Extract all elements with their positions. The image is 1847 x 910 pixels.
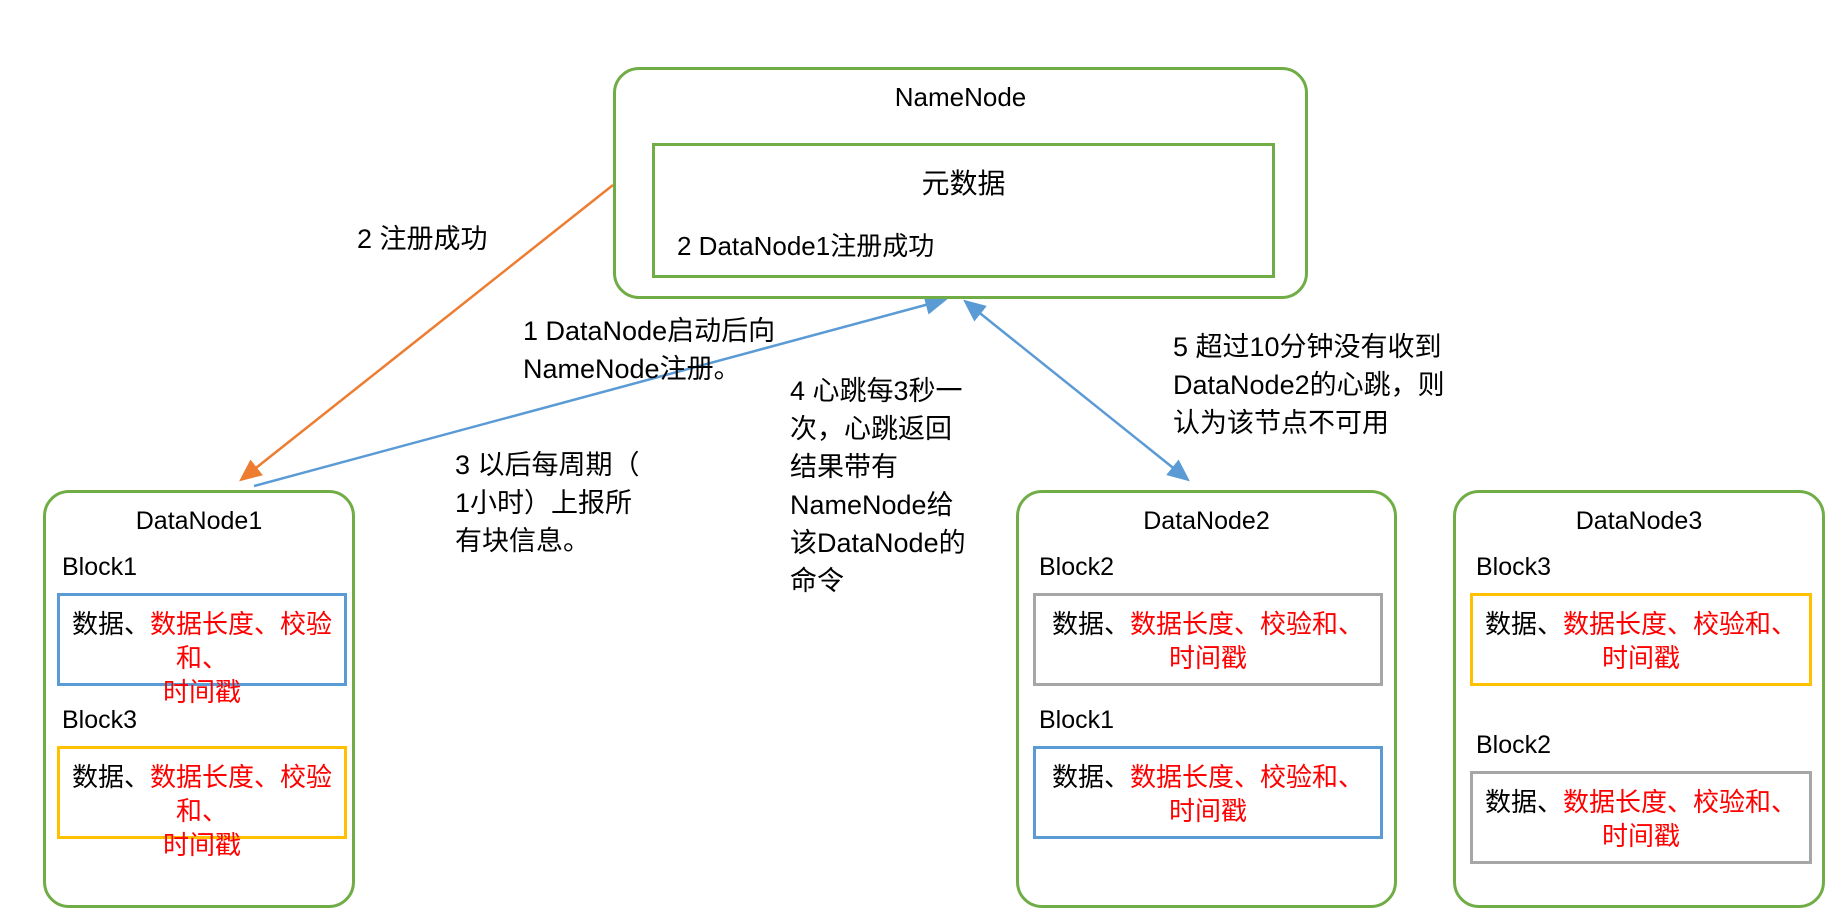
metadata-box: 元数据 2 DataNode1注册成功 (652, 143, 1275, 278)
block-red-text2: 时间戳 (1601, 643, 1680, 673)
note-register: 1 DataNode启动后向 NameNode注册。 (523, 316, 776, 384)
block-red-text: 数据长度、校验和、 (1563, 787, 1798, 817)
block-red-text2: 时间戳 (162, 830, 241, 860)
datanode2-box: DataNode2 Block2 数据、数据长度、校验和、 时间戳 Block1… (1016, 490, 1397, 908)
block-box: 数据、数据长度、校验和、 时间戳 (1033, 746, 1383, 839)
datanode3-box: DataNode3 Block3 数据、数据长度、校验和、 时间戳 Block2… (1453, 490, 1825, 908)
block-data-text: 数据、 (71, 609, 150, 639)
block-red-text: 数据长度、校验和、 (150, 609, 333, 673)
block-red-text2: 时间戳 (1168, 643, 1247, 673)
block-red-text2: 时间戳 (162, 677, 241, 707)
block-data-text: 数据、 (71, 762, 150, 792)
block-label: Block1 (62, 553, 138, 581)
datanode3-title: DataNode3 (1575, 507, 1703, 535)
block-label: Block3 (62, 706, 138, 734)
arrow-heartbeat (963, 299, 1190, 482)
block-label: Block1 (1039, 706, 1115, 734)
datanode1-title: DataNode1 (135, 507, 263, 535)
block-red-text: 数据长度、校验和、 (1130, 609, 1365, 639)
block-box: 数据、数据长度、校验和、 时间戳 (1033, 593, 1383, 686)
block-red-text2: 时间戳 (1601, 821, 1680, 851)
note-timeout: 5 超过10分钟没有收到 DataNode2的心跳，则 认为该节点不可用 (1173, 332, 1445, 438)
block-data-text: 数据、 (1484, 609, 1563, 639)
block-label: Block3 (1476, 553, 1552, 581)
note-heartbeat: 4 心跳每3秒一 次，心跳返回 结果带有 NameNode给 该DataNode… (790, 376, 966, 596)
block-label: Block2 (1039, 553, 1115, 581)
block-box: 数据、数据长度、校验和、 时间戳 (1470, 593, 1812, 686)
metadata-status: 2 DataNode1注册成功 (677, 231, 935, 261)
namenode-title: NameNode (894, 82, 1027, 112)
block-data-text: 数据、 (1484, 787, 1563, 817)
note-register-success: 2 注册成功 (357, 224, 488, 254)
namenode-box: NameNode 元数据 2 DataNode1注册成功 (613, 67, 1308, 299)
block-red-text: 数据长度、校验和、 (1563, 609, 1798, 639)
block-red-text: 数据长度、校验和、 (150, 762, 333, 826)
block-red-text2: 时间戳 (1168, 796, 1247, 826)
block-box: 数据、数据长度、校验和、 时间戳 (57, 593, 347, 707)
block-data-text: 数据、 (1051, 609, 1130, 639)
datanode1-box: DataNode1 Block1 数据、数据长度、校验和、 时间戳 Block3… (43, 490, 355, 908)
datanode2-title: DataNode2 (1143, 507, 1270, 535)
note-block-report: 3 以后每周期（ 1小时）上报所 有块信息。 (455, 450, 640, 556)
block-data-text: 数据、 (1051, 762, 1130, 792)
block-label: Block2 (1476, 731, 1552, 759)
block-box: 数据、数据长度、校验和、 时间戳 (57, 746, 347, 860)
metadata-heading: 元数据 (921, 168, 1006, 199)
block-red-text: 数据长度、校验和、 (1130, 762, 1365, 792)
block-box: 数据、数据长度、校验和、 时间戳 (1470, 771, 1812, 864)
